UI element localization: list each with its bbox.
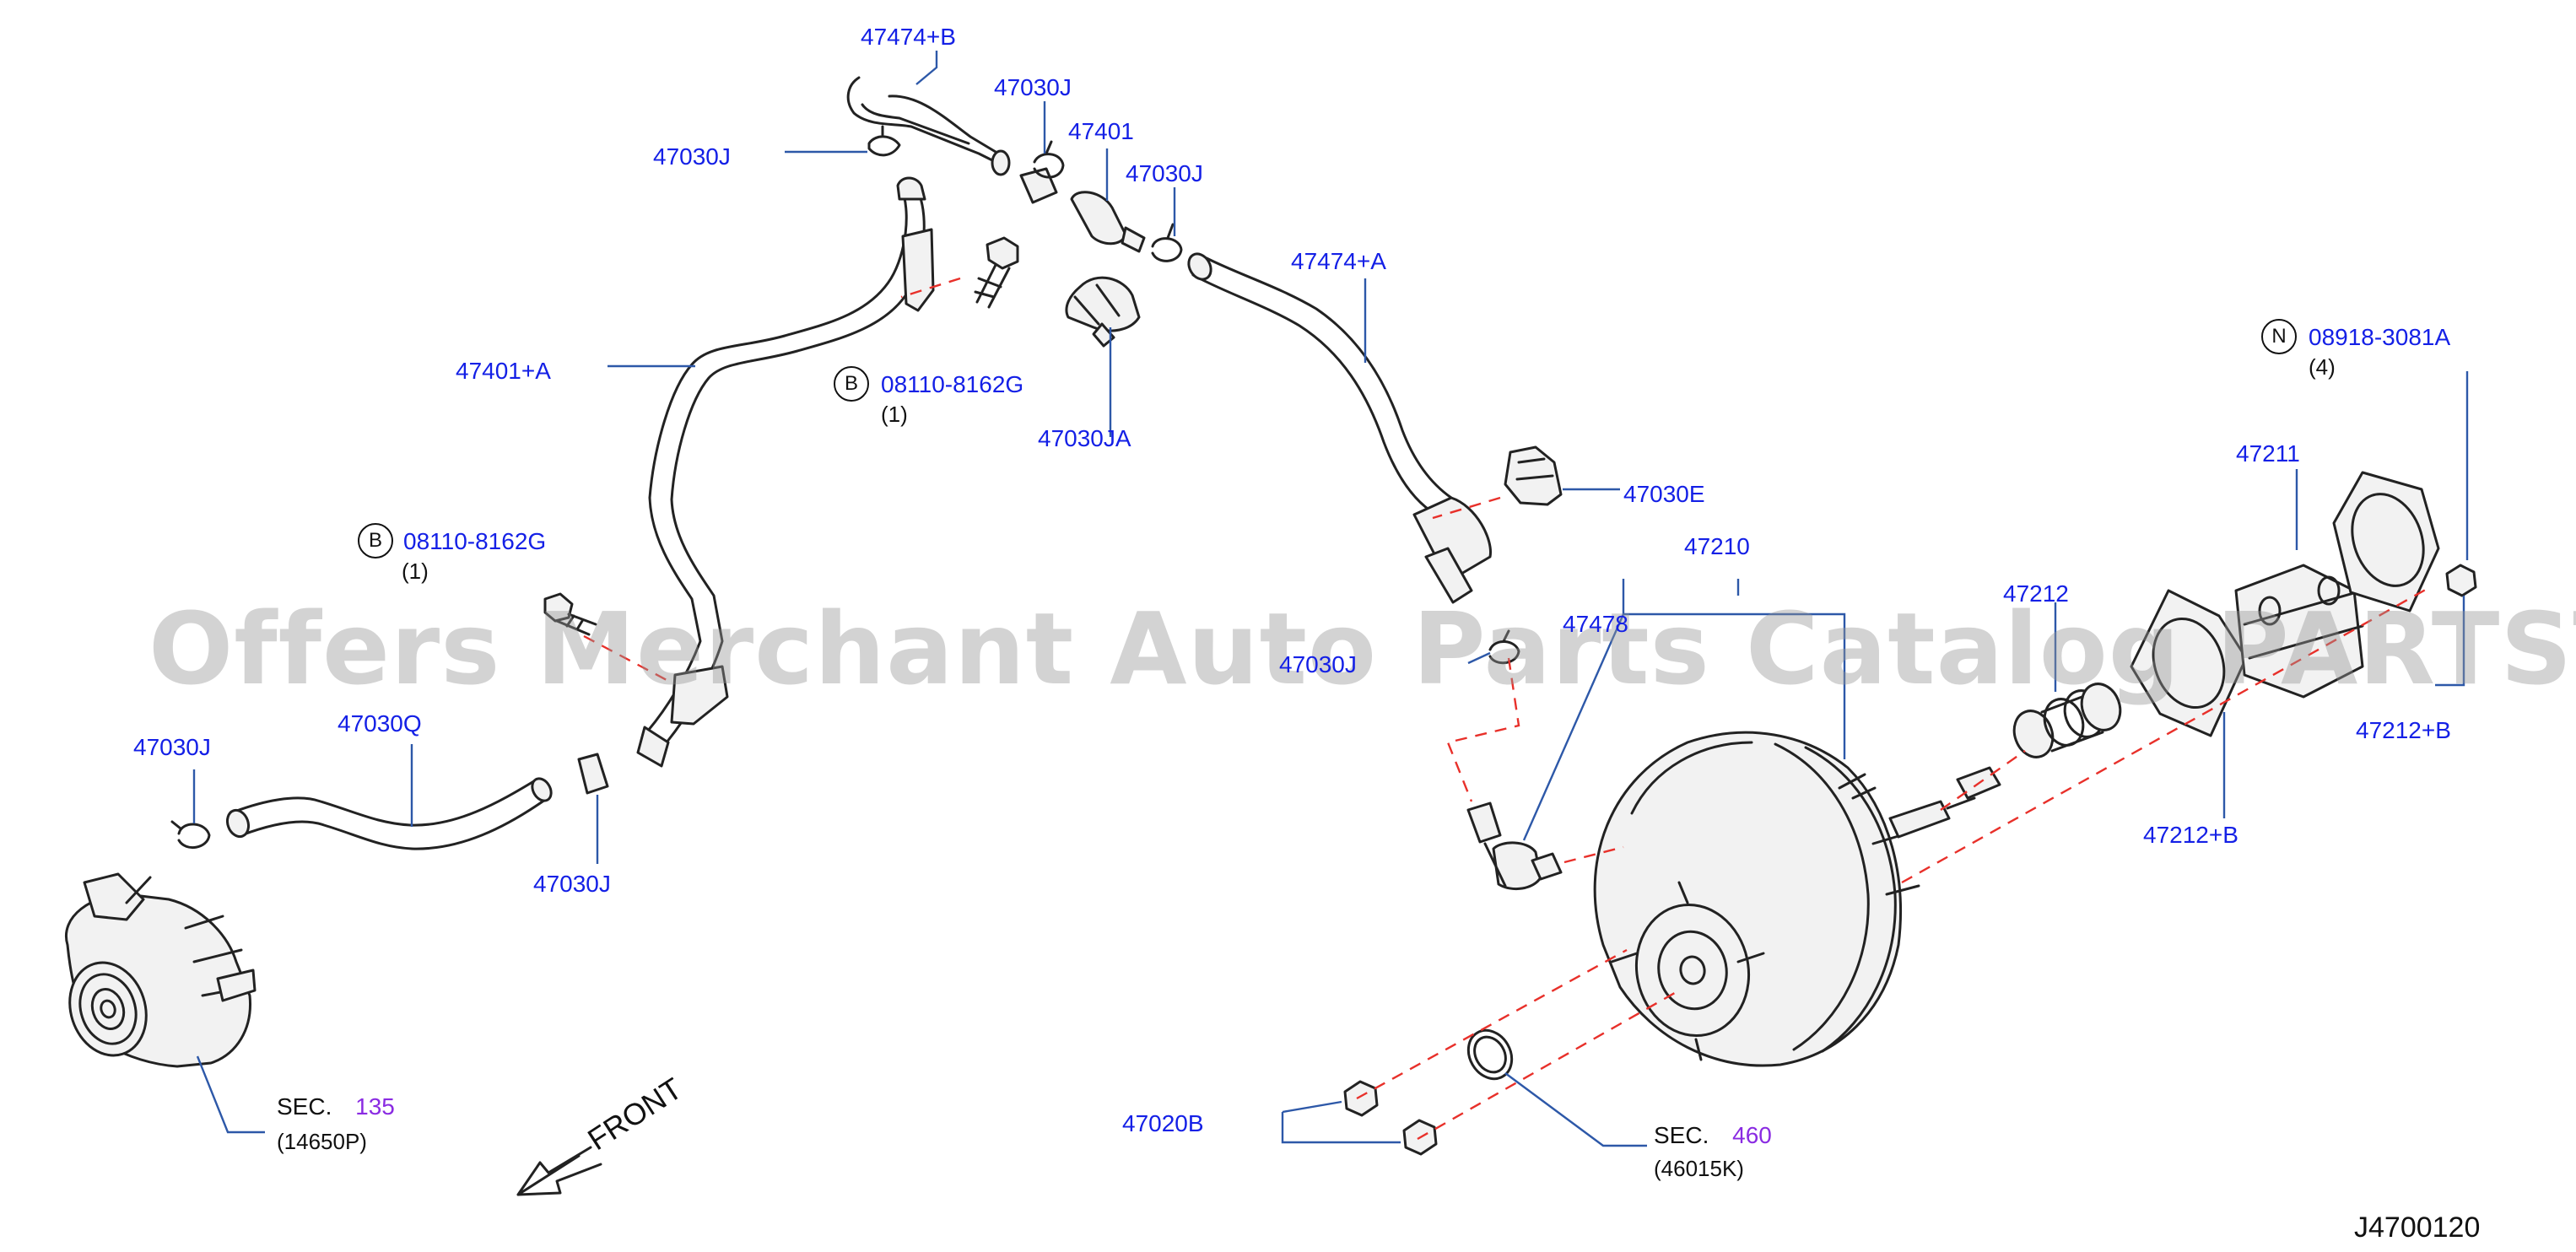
label-47212[interactable]: 47212 <box>2003 580 2069 607</box>
label-47030j-bottom[interactable]: 47030J <box>533 871 611 897</box>
label-47030j-left[interactable]: 47030J <box>133 734 211 760</box>
spacer-47211 <box>2234 564 2364 699</box>
label-47211[interactable]: 47211 <box>2236 440 2300 467</box>
hose-clip-47030j-top-left <box>867 125 901 157</box>
connector-47030e <box>1504 445 1563 506</box>
nut-08918-3081a <box>2445 564 2477 597</box>
label-47030ja[interactable]: 47030JA <box>1038 425 1131 451</box>
vacuum-hose-47474-b <box>846 76 1011 176</box>
label-sec-460[interactable]: SEC. 460 <box>1654 1124 1772 1147</box>
label-47210[interactable]: 47210 <box>1684 533 1750 559</box>
figure-code: J4700120 <box>2354 1212 2481 1244</box>
label-08110-8162g-upper[interactable]: 08110-8162G <box>881 371 1024 397</box>
qty-08918-3081a: (4) <box>2309 354 2336 380</box>
label-47474-b[interactable]: 47474+B <box>861 24 956 50</box>
leader-lines <box>192 51 2469 1147</box>
bolt-08110-8162g-upper <box>974 236 1019 309</box>
sec-460-reference: (46015K) <box>1654 1156 1744 1181</box>
sec-460-number: 460 <box>1732 1122 1772 1148</box>
label-47212-b-lower[interactable]: 47212+B <box>2143 822 2238 848</box>
hose-clip-47030j-left <box>170 820 211 849</box>
label-47478[interactable]: 47478 <box>1563 611 1628 637</box>
qty-08110-8162g-upper: (1) <box>881 402 908 427</box>
nut-symbol-n: N <box>2261 319 2297 354</box>
sec-460-prefix: SEC. <box>1654 1122 1709 1148</box>
label-47030j-top-left[interactable]: 47030J <box>653 143 731 170</box>
label-sec-135[interactable]: SEC. 135 <box>277 1095 395 1119</box>
check-valve-47030ja <box>1065 276 1141 348</box>
label-47212-b-right[interactable]: 47212+B <box>2356 717 2451 743</box>
vacuum-hose-47474-a <box>1187 252 1492 604</box>
hose-clip-47030j-top-right <box>1033 140 1065 179</box>
bolt-symbol-b-lower: B <box>358 523 393 559</box>
sec-135-prefix: SEC. <box>277 1093 332 1120</box>
label-47030j-under-watermark[interactable]: 47030J <box>1279 651 1357 677</box>
label-47474-a[interactable]: 47474+A <box>1291 248 1386 274</box>
sec-135-number: 135 <box>355 1093 395 1120</box>
label-47401[interactable]: 47401 <box>1068 118 1134 144</box>
spring-47212 <box>2012 683 2122 758</box>
qty-08110-8162g-lower: (1) <box>402 559 429 584</box>
hose-47030q <box>225 777 553 850</box>
nut-47020b-upper <box>1343 1080 1379 1117</box>
alignment-lines <box>583 277 2431 1141</box>
check-valve-47478 <box>1466 801 1563 891</box>
label-47030e[interactable]: 47030E <box>1623 481 1705 507</box>
front-arrow-icon <box>516 1146 602 1196</box>
label-08918-3081a[interactable]: 08918-3081A <box>2309 324 2451 350</box>
bolt-08110-8162g-lower <box>543 592 597 636</box>
label-47020b[interactable]: 47020B <box>1122 1110 1204 1136</box>
watermark: Offers Merchant Auto Parts Catalog PARTS… <box>149 591 2576 707</box>
label-47030j-top-right[interactable]: 47030J <box>994 74 1072 100</box>
label-47030j-mid[interactable]: 47030J <box>1126 160 1203 186</box>
vacuum-pipe-47401-a <box>636 176 935 768</box>
label-47401-a[interactable]: 47401+A <box>456 358 551 384</box>
bolt-symbol-b-upper: B <box>834 366 869 402</box>
o-ring-sec-460 <box>1466 1028 1514 1081</box>
vacuum-pump-sec-135 <box>65 872 257 1068</box>
label-08110-8162g-lower[interactable]: 08110-8162G <box>403 528 547 554</box>
label-47030q[interactable]: 47030Q <box>338 710 422 737</box>
hose-clip-47030j-mid <box>1151 223 1183 262</box>
hose-clip-47030j-under-watermark <box>1488 629 1520 665</box>
brake-booster-47210 <box>1593 731 2001 1067</box>
gasket-47212-b-right <box>2332 471 2440 613</box>
sec-135-reference: (14650P) <box>277 1129 367 1154</box>
sleeve-47030j-bottom <box>577 753 609 795</box>
